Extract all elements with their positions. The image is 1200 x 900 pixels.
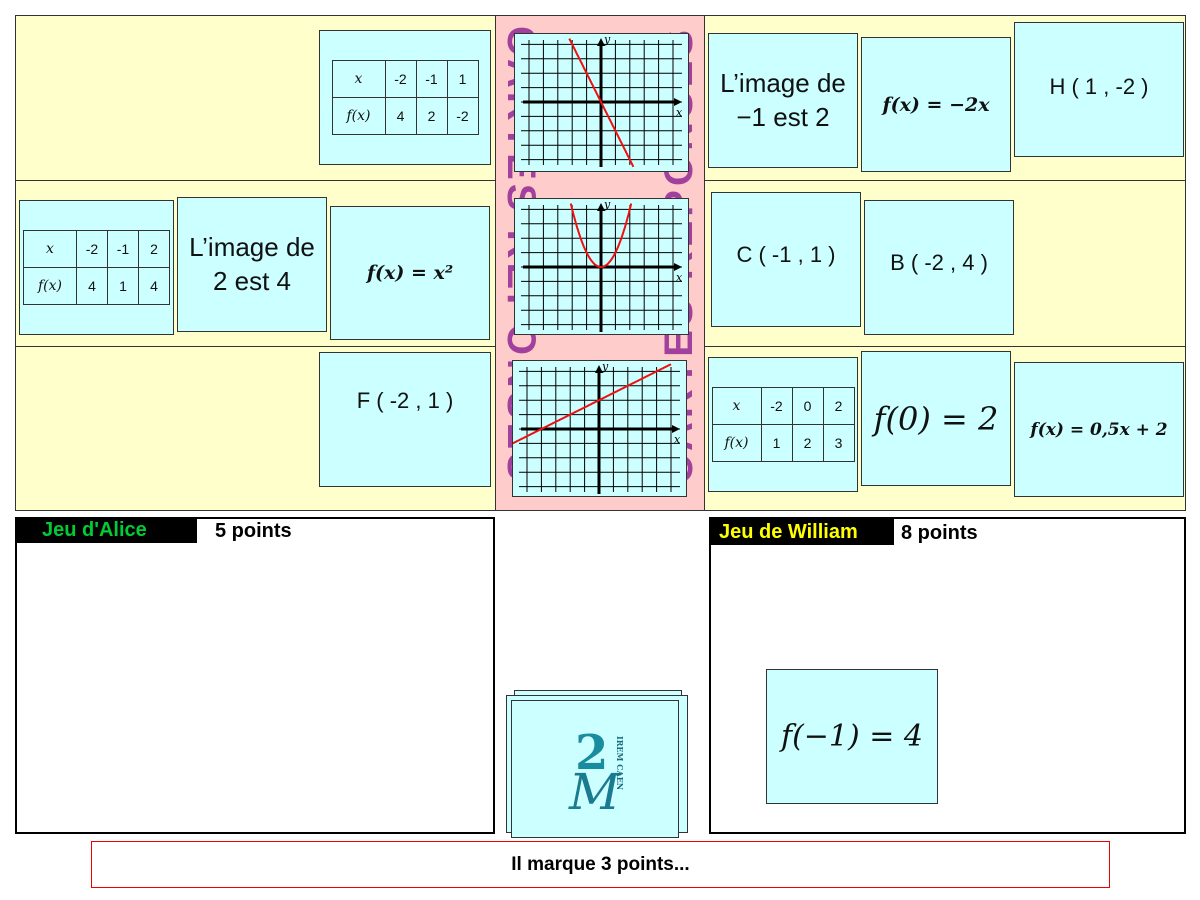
y-axis-arrow bbox=[595, 365, 603, 373]
x-axis-label: x bbox=[676, 106, 683, 119]
point-card[interactable]: B ( -2 , 4 ) bbox=[864, 200, 1014, 335]
alice-label: Jeu d'Alice bbox=[15, 517, 197, 543]
svg-text:IREM CAEN: IREM CAEN bbox=[615, 736, 625, 790]
y-axis-label: y bbox=[603, 198, 611, 211]
function-curve bbox=[513, 363, 672, 445]
graph-card-linear-decreasing[interactable]: xy bbox=[514, 33, 689, 172]
y-axis-arrow bbox=[597, 203, 605, 211]
formula-card[interactable]: f(0) = 2 bbox=[861, 351, 1011, 486]
y-axis-arrow bbox=[597, 38, 605, 46]
point-card[interactable]: H ( 1 , -2 ) bbox=[1014, 22, 1184, 157]
text-card[interactable]: L’image de 2 est 4 bbox=[177, 197, 327, 332]
status-message: Il marque 3 points... bbox=[91, 841, 1110, 888]
text-card[interactable]: L’image de −1 est 2 bbox=[708, 33, 858, 168]
y-axis-label: y bbox=[601, 360, 609, 373]
deck-pile[interactable]: 2 M IREM CAEN bbox=[511, 700, 679, 838]
alice-score: 5 points bbox=[215, 520, 292, 542]
x-axis-arrow bbox=[672, 425, 680, 433]
function-curve bbox=[569, 203, 633, 268]
played-card[interactable]: f(−1) = 4 bbox=[766, 669, 938, 804]
point-card[interactable]: C ( -1 , 1 ) bbox=[711, 192, 861, 327]
x-axis-arrow bbox=[674, 263, 682, 271]
william-score: 8 points bbox=[901, 522, 978, 544]
alice-hand bbox=[15, 517, 495, 834]
y-axis-label: y bbox=[603, 33, 611, 46]
svg-text:M: M bbox=[568, 763, 622, 814]
function-curve bbox=[568, 38, 635, 168]
graph-card-linear-increasing[interactable]: xy bbox=[512, 360, 687, 497]
formula-card[interactable]: f(x) = x² bbox=[330, 206, 490, 340]
formula-card[interactable]: f(x) = 0,5x + 2 bbox=[1014, 362, 1184, 497]
point-card[interactable]: F ( -2 , 1 ) bbox=[319, 352, 491, 487]
graph-card-parabola[interactable]: xy bbox=[514, 198, 689, 335]
x-axis-arrow bbox=[674, 98, 682, 106]
formula-card[interactable]: f(x) = −2x bbox=[861, 37, 1011, 172]
x-axis-label: x bbox=[674, 433, 681, 446]
svg-text:2: 2 bbox=[575, 725, 608, 781]
william-label: Jeu de William bbox=[709, 519, 894, 545]
x-axis-label: x bbox=[676, 271, 683, 284]
irem-logo-icon: 2 M IREM CAEN bbox=[568, 725, 625, 814]
